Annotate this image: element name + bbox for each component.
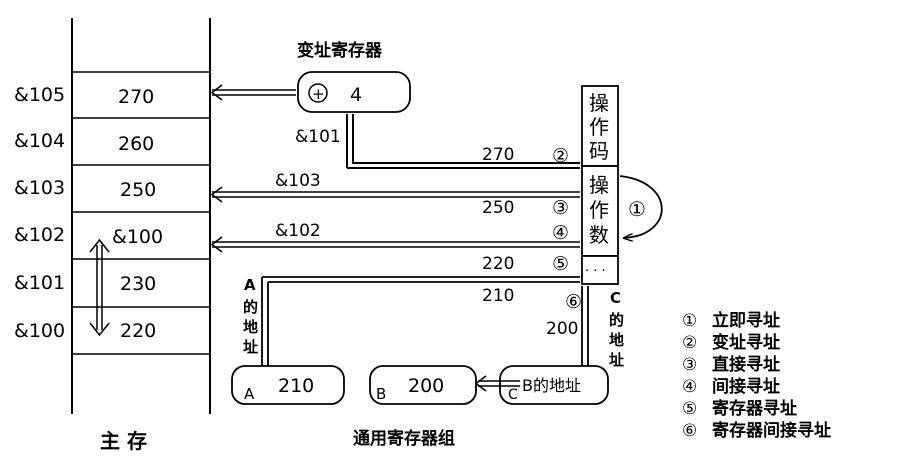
legend-text: 立即寻址 xyxy=(712,310,780,331)
opcode-field xyxy=(581,85,619,167)
extra-field-ellipsis: · · · xyxy=(585,264,606,279)
instruction: 操 作 码 操 作 数 · · · ① xyxy=(581,85,663,285)
legend-text: 间接寻址 xyxy=(712,376,780,397)
legend-num: ② xyxy=(682,333,697,353)
marker-4: ④ xyxy=(552,222,569,244)
extra-field xyxy=(581,255,619,285)
marker-1: ① xyxy=(628,197,646,221)
memory-address: &102 xyxy=(14,224,65,246)
memory-cell-value: 260 xyxy=(118,133,154,155)
legend-num: ③ xyxy=(682,355,697,375)
legend-num: ④ xyxy=(682,377,697,397)
operand-char: 操 xyxy=(589,173,609,197)
path-register: 220 ⑤ 210 A 的 地 址 xyxy=(243,253,580,366)
register-b-value: 200 xyxy=(408,375,444,397)
index-register-title: 变址寄存器 xyxy=(297,40,383,61)
path-label: 270 xyxy=(482,145,514,165)
memory-address: &104 xyxy=(14,130,65,152)
c-address-label: 址 xyxy=(609,351,624,369)
legend-num: ⑥ xyxy=(682,421,697,441)
immediate-loop-arrow xyxy=(619,175,663,238)
path-label: &103 xyxy=(275,171,321,191)
path-label: 250 xyxy=(482,198,514,218)
memory-address: &101 xyxy=(14,272,65,294)
memory-title: 主 存 xyxy=(100,429,147,453)
index-register-box xyxy=(297,71,411,113)
memory-address: &103 xyxy=(14,177,65,199)
register-c-name: C xyxy=(508,387,518,403)
path-indexed: 270 ② xyxy=(210,84,580,169)
legend-text: 寄存器寻址 xyxy=(712,398,797,419)
path-label: 200 xyxy=(546,319,578,339)
c-address-label: C xyxy=(610,289,621,307)
legend: ① 立即寻址 ② 变址寻址 ③ 直接寻址 ④ 间接寻址 ⑤ 寄存器寻址 ⑥ 寄存… xyxy=(682,310,831,441)
path-register-indirect: ⑥ 200 C 的 地 址 xyxy=(546,286,624,369)
a-address-label: A xyxy=(244,276,256,294)
a-address-label: 址 xyxy=(243,338,258,356)
index-register-value: 4 xyxy=(350,84,362,106)
memory-cell-value: 220 xyxy=(120,320,156,342)
memory-range-arrow xyxy=(89,238,110,337)
index-register-addr-label: &101 xyxy=(295,127,341,147)
plus-symbol: + xyxy=(312,85,325,103)
memory-cell-value: 270 xyxy=(118,86,154,108)
opcode-char: 码 xyxy=(589,139,609,163)
path-label: 220 xyxy=(482,254,514,274)
operand-char: 作 xyxy=(589,198,609,222)
register-a-value: 210 xyxy=(278,375,314,397)
marker-5: ⑤ xyxy=(552,253,569,275)
marker-3: ③ xyxy=(552,197,569,219)
register-c-value: B的地址 xyxy=(522,376,581,395)
legend-text: 寄存器间接寻址 xyxy=(712,420,831,441)
a-address-label: 的 xyxy=(243,298,258,316)
legend-num: ① xyxy=(682,311,697,331)
register-b-name: B xyxy=(376,385,386,403)
operand-field xyxy=(581,165,619,257)
opcode-char: 作 xyxy=(589,115,609,139)
marker-2: ② xyxy=(552,145,569,167)
c-address-label: 的 xyxy=(609,311,624,329)
a-address-label: 地 xyxy=(243,318,258,336)
register-group-title: 通用寄存器组 xyxy=(353,428,455,449)
register-c xyxy=(499,365,609,405)
memory-address: &105 xyxy=(14,84,65,106)
general-registers: A 210 B 200 C B的地址 通用寄存器组 xyxy=(231,365,609,449)
main-memory: &105 &104 &103 &102 &101 &100 270 260 25… xyxy=(14,18,211,453)
opcode-char: 操 xyxy=(589,91,609,115)
memory-address: &100 xyxy=(14,320,65,342)
path-direct: &103 250 ③ xyxy=(210,171,580,219)
memory-cell-value: 250 xyxy=(120,179,156,201)
c-address-label: 地 xyxy=(609,331,624,349)
register-b xyxy=(369,365,477,405)
legend-text: 直接寻址 xyxy=(712,354,780,375)
index-register: 变址寄存器 + 4 &101 xyxy=(295,40,411,147)
legend-text: 变址寻址 xyxy=(712,332,780,353)
operand-char: 数 xyxy=(589,223,609,247)
legend-num: ⑤ xyxy=(682,399,697,419)
memory-cell-value: &100 xyxy=(112,226,163,248)
path-label: 210 xyxy=(482,286,514,306)
register-a xyxy=(231,365,345,405)
path-label: &102 xyxy=(275,221,321,241)
marker-6: ⑥ xyxy=(565,291,582,313)
memory-cell-value: 230 xyxy=(120,273,156,295)
path-indirect: &102 ④ xyxy=(210,221,580,253)
plus-circle-icon xyxy=(308,83,328,103)
register-a-name: A xyxy=(244,385,255,403)
